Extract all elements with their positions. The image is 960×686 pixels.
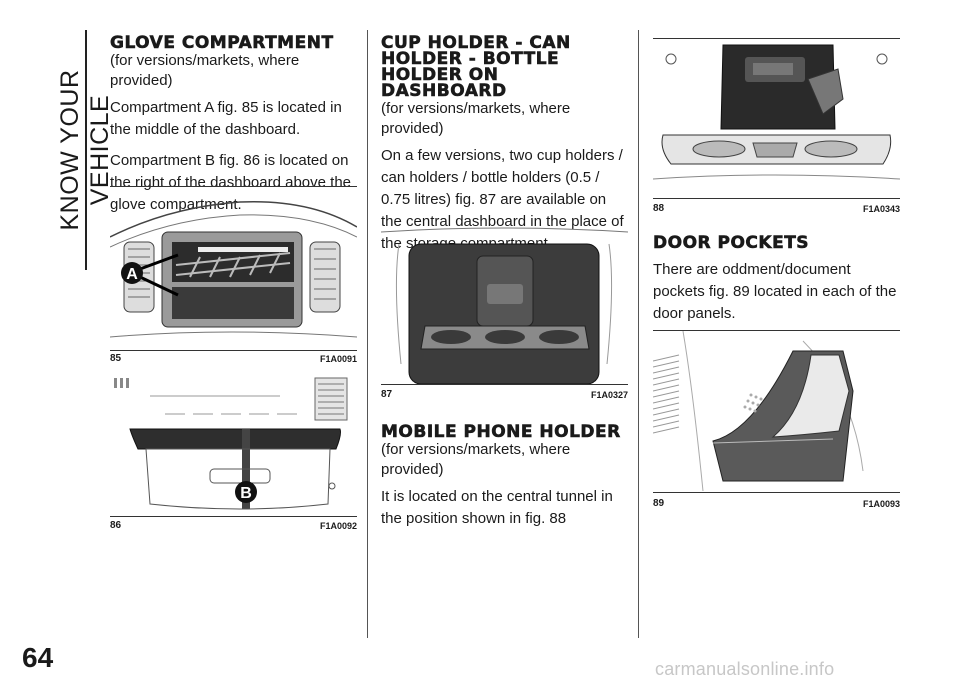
cup-holder-illustration [381, 227, 628, 384]
section-tab-rule [85, 30, 87, 270]
section-subtitle: (for versions/markets, where provided) [381, 100, 571, 137]
section-heading-line: CUP HOLDER - CAN [381, 33, 571, 53]
glove-compartment-b-illustration: B [114, 377, 348, 510]
section-subtitle: (for versions/markets, where provided) [381, 441, 571, 478]
figure-number: 87 [381, 389, 393, 400]
figure-code: F1A0091 [319, 354, 357, 364]
section-heading-line: HOLDER ON [381, 65, 499, 85]
figure-86: B 86 F1A0092 [110, 374, 357, 534]
section-heading-line: DASHBOARD [381, 81, 507, 101]
figure-85: A 85 F1A0091 [110, 186, 357, 366]
figure-code: F1A0327 [590, 390, 628, 400]
section-heading: DOOR POCKETS [653, 233, 810, 253]
figure-87: 87 F1A0327 [381, 224, 628, 404]
column-divider [638, 30, 639, 638]
column-divider [367, 30, 368, 638]
mobile-phone-holder-illustration [653, 44, 900, 180]
figure-number: 86 [110, 520, 122, 531]
door-pockets-section: DOOR POCKETS There are oddment/document … [653, 233, 898, 325]
glove-compartment-section: GLOVE COMPARTMENT (for versions/markets,… [110, 33, 355, 216]
callout-a: A [126, 266, 138, 283]
watermark: carmanualsonline.info [655, 659, 835, 679]
page-number: 64 [22, 642, 54, 673]
figure-code: F1A0343 [862, 204, 900, 214]
section-subtitle: (for versions/markets, where provided) [110, 52, 300, 89]
section-tab [55, 30, 87, 270]
section-heading: MOBILE PHONE HOLDER [381, 422, 621, 442]
glove-compartment-a-illustration: A [110, 200, 357, 338]
figure-number: 88 [653, 203, 665, 214]
section-heading-line: HOLDER - BOTTLE [381, 49, 560, 69]
figure-number: 85 [110, 353, 122, 364]
figure-code: F1A0092 [319, 521, 357, 531]
mobile-phone-holder-section: MOBILE PHONE HOLDER (for versions/market… [381, 422, 626, 530]
paragraph: It is located on the central tunnel in t… [381, 488, 613, 527]
paragraph: There are oddment/document pockets fig. … [653, 261, 897, 322]
paragraph: Compartment A fig. 85 is located in the … [110, 99, 342, 138]
section-heading: GLOVE COMPARTMENT [110, 33, 334, 53]
section-tab-label: KNOW YOUR VEHICLE [56, 69, 114, 231]
figure-code: F1A0093 [862, 499, 900, 509]
cup-holder-section: CUP HOLDER - CAN HOLDER - BOTTLE HOLDER … [381, 33, 626, 255]
door-pocket-illustration [653, 331, 864, 491]
callout-b: B [240, 485, 252, 502]
figure-number: 89 [653, 498, 665, 509]
figure-89: 89 F1A0093 [653, 330, 900, 515]
figure-88: 88 F1A0343 [653, 38, 900, 218]
